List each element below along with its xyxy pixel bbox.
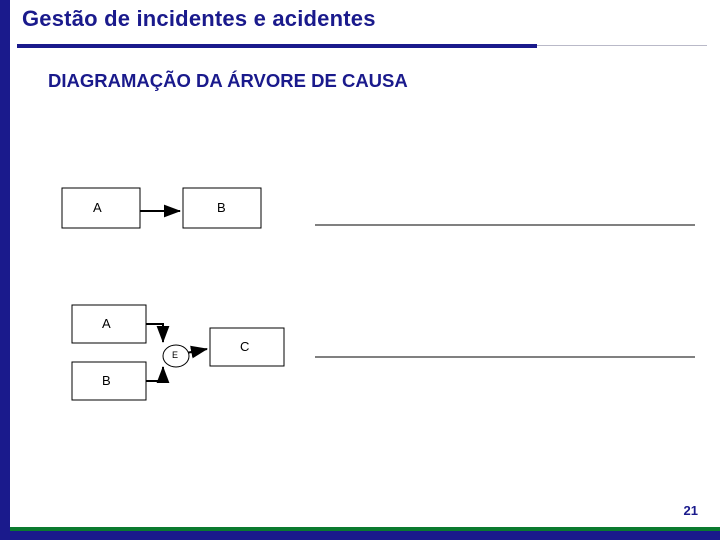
bottom-accent-bar [0,531,720,540]
page-title: Gestão de incidentes e acidentes [22,6,376,31]
connector-a2-gate [146,323,170,343]
node-box-a2 [71,304,147,344]
logic-gate-e [162,344,190,368]
node-label-b2: B [102,373,111,388]
node-label-c2: C [240,339,250,354]
node-box-c2 [209,327,285,367]
node-label-a1: A [93,200,102,215]
node-box-b1 [182,187,262,229]
title-underline [17,44,537,48]
gate-label-e: E [172,350,179,360]
node-label-b1: B [217,200,226,215]
bottom-accent-green [10,527,720,531]
title-underline-extension [537,45,707,46]
section-heading: DIAGRAMAÇÃO DA ÁRVORE DE CAUSA [48,70,408,91]
left-accent-bar [0,0,10,540]
page-number: 21 [683,503,698,518]
connector-b2-gate [146,366,170,383]
node-box-a1 [61,187,141,229]
node-label-a2: A [102,316,111,331]
